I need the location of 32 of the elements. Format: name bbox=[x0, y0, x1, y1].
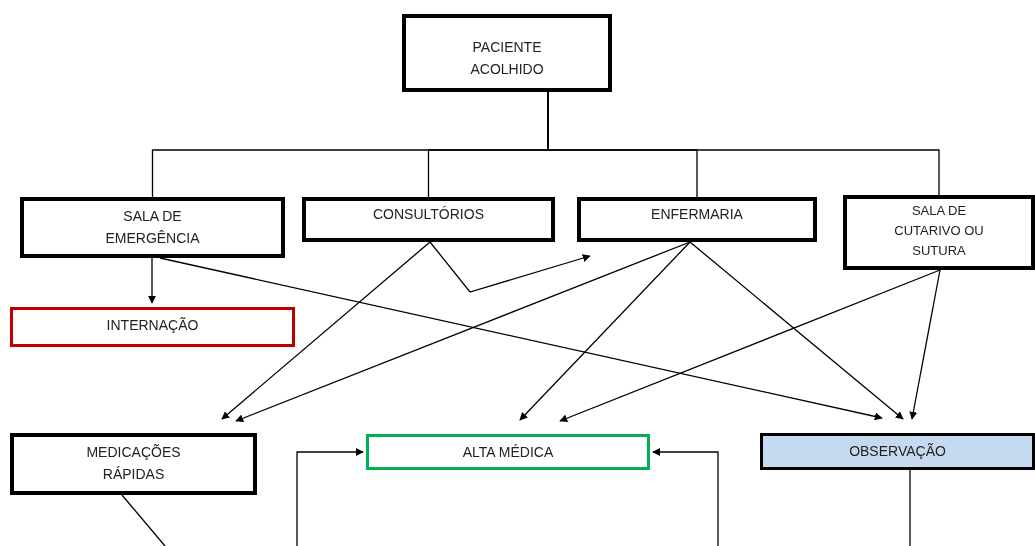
arrow bbox=[159, 257, 883, 421]
arrow bbox=[429, 241, 591, 293]
process-box bbox=[577, 197, 817, 242]
process-box bbox=[10, 307, 295, 347]
arrow bbox=[296, 448, 364, 546]
process-box bbox=[366, 434, 650, 470]
process-box bbox=[760, 433, 1035, 470]
process-box bbox=[20, 197, 285, 258]
arrow bbox=[689, 241, 904, 420]
arrow bbox=[221, 241, 431, 420]
arrow bbox=[148, 257, 156, 304]
arrow bbox=[519, 241, 691, 421]
box-label: CONSULTÓRIOS bbox=[373, 205, 484, 224]
box-label: OBSERVAÇÃO bbox=[849, 442, 946, 461]
process-box bbox=[843, 195, 1035, 270]
box-label: MEDICAÇÕES RÁPIDAS bbox=[85, 443, 182, 484]
box-label: ENFERMARIA bbox=[651, 205, 743, 224]
box-label: SALA DE EMERGÊNCIA bbox=[104, 207, 201, 248]
box-label: ALTA MÉDICA bbox=[462, 443, 554, 462]
connector-line bbox=[909, 469, 911, 546]
connector-line bbox=[547, 91, 940, 196]
box-label: INTERNAÇÃO bbox=[106, 316, 199, 335]
process-box bbox=[10, 433, 257, 495]
arrow bbox=[652, 448, 719, 546]
arrow bbox=[235, 241, 691, 423]
process-box bbox=[402, 14, 612, 92]
arrow bbox=[559, 269, 941, 423]
arrow bbox=[909, 269, 941, 420]
box-label: PACIENTE ACOLHIDO bbox=[469, 38, 545, 79]
process-box bbox=[302, 197, 555, 242]
connector-line bbox=[121, 494, 166, 546]
box-label: SALA DE CUTARIVO OU SUTURA bbox=[893, 202, 985, 260]
